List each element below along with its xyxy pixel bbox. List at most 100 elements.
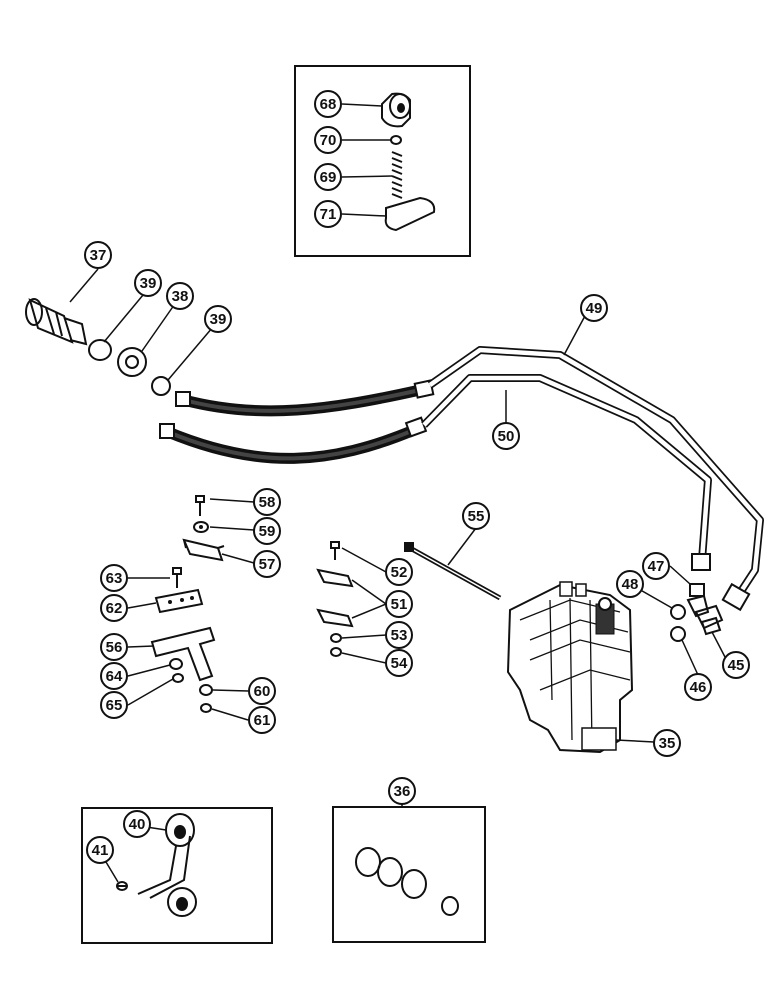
callout-circle [722,651,750,679]
callout-layer: 6870697137393839495058595763625664656061… [84,90,750,864]
callout-59: 59 [253,517,281,545]
callout-label: 58 [259,494,276,511]
o-ring-part-48 [670,604,686,620]
leader-lines [69,103,726,883]
clip-part-57 [182,538,225,562]
callout-36: 36 [388,777,416,805]
callout-label: 68 [320,96,337,113]
elbow-fitting-part-47 [686,583,710,618]
callout-circle [580,294,608,322]
callout-circle [492,422,520,450]
callout-69: 69 [314,163,342,191]
callout-label: 45 [728,657,745,674]
callout-label: 52 [391,564,408,581]
callout-circle [385,590,413,618]
callout-label: 35 [659,735,676,752]
inset-box-top [294,65,471,257]
callout-circle [462,502,490,530]
callout-65: 65 [100,691,128,719]
coupler-part-37 [25,298,88,346]
callout-41: 41 [86,836,114,864]
callout-45: 45 [722,651,750,679]
callout-circle [253,517,281,545]
callout-circle [385,558,413,586]
callout-label: 50 [498,428,515,445]
callout-39b: 39 [204,305,232,333]
callout-55: 55 [462,502,490,530]
control-valve-part-35 [506,581,634,754]
callout-64: 64 [100,662,128,690]
callout-63: 63 [100,564,128,592]
callout-label: 56 [106,639,123,656]
callout-70: 70 [314,126,342,154]
callout-label: 39 [140,275,157,292]
callout-label: 65 [106,697,123,714]
callout-label: 62 [106,600,123,617]
washer-part-60 [199,684,213,696]
plate-part-62 [154,588,204,614]
callout-51: 51 [385,590,413,618]
inset-box-bottom-left [81,807,273,944]
lever-part-40 [137,813,197,917]
callout-label: 48 [622,576,639,593]
callout-circle [314,163,342,191]
callout-62: 62 [100,594,128,622]
callout-circle [84,241,112,269]
nut-part-64 [169,658,183,670]
callout-label: 71 [320,206,337,223]
bolt-part-58 [195,495,205,516]
callout-56: 56 [100,633,128,661]
callout-label: 41 [92,842,109,859]
callout-circle [388,777,416,805]
o-ring-part-46 [670,626,686,642]
callout-label: 69 [320,169,337,186]
hose-upper [175,379,435,417]
callout-circle [385,621,413,649]
callout-71: 71 [314,200,342,228]
callout-68: 68 [314,90,342,118]
callout-58: 58 [253,488,281,516]
tie-rod-part-55 [404,542,502,601]
callout-circle [123,810,151,838]
callout-label: 38 [172,288,189,305]
callout-circle [100,662,128,690]
callout-label: 40 [129,816,146,833]
nut-part-61 [200,703,212,713]
seal-ring-39b [151,376,171,396]
callout-label: 60 [254,683,271,700]
callout-label: 70 [320,132,337,149]
callout-circle [100,691,128,719]
callout-label: 55 [468,508,485,525]
spring-part-69 [391,151,403,199]
bolt-part-63 [172,567,182,588]
callout-label: 46 [690,679,707,696]
callout-circle [100,633,128,661]
screw-part-41 [116,881,128,891]
callout-circle [134,269,162,297]
callout-46: 46 [684,673,712,701]
callout-60: 60 [248,677,276,705]
callout-circle [166,282,194,310]
callout-label: 63 [106,570,123,587]
callout-circle [100,564,128,592]
callout-circle [314,90,342,118]
washer-part-53 [330,633,342,643]
seal-kit-part-36 [355,847,459,916]
hose-lower [159,416,428,464]
bracket-part-56 [150,626,216,682]
callout-48: 48 [616,570,644,598]
callout-circle [100,594,128,622]
callout-50: 50 [492,422,520,450]
bushing-part-38 [117,347,147,377]
valve-spool-top [595,597,615,635]
callout-label: 61 [254,712,271,729]
inset-box-bottom-right [332,806,486,943]
callout-52: 52 [385,558,413,586]
nut-part-65 [172,673,184,683]
callout-label: 53 [391,627,408,644]
callout-label: 51 [391,596,408,613]
callout-label: 54 [391,655,408,672]
callout-53: 53 [385,621,413,649]
callout-circle [204,305,232,333]
